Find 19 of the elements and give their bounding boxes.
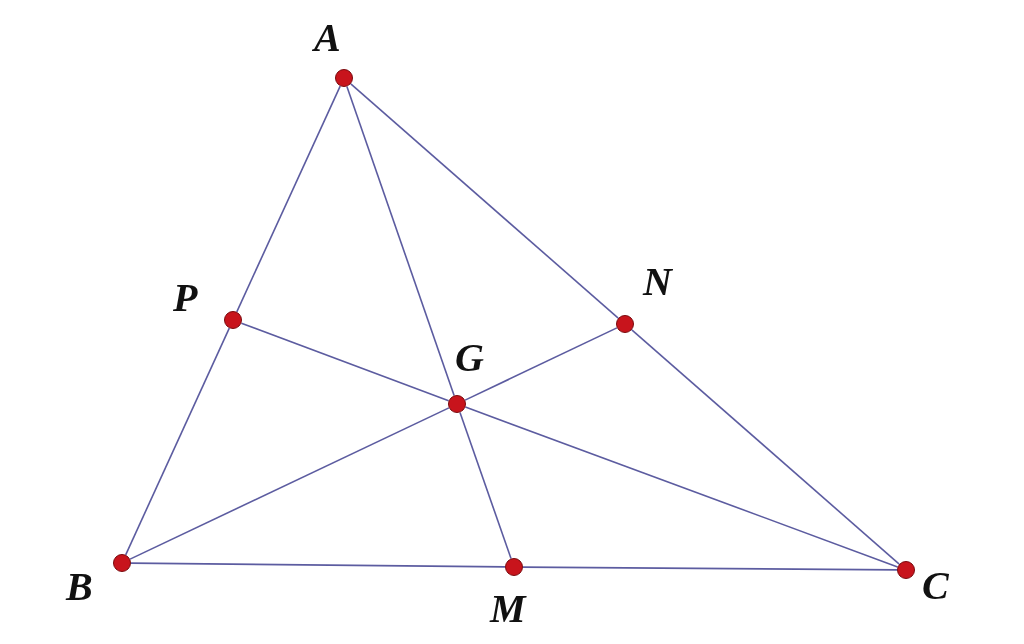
line-segment xyxy=(240,322,450,402)
line-segment xyxy=(464,406,899,568)
line-segment xyxy=(350,83,619,319)
line-segment xyxy=(464,327,618,401)
line-segment xyxy=(130,562,506,568)
line-segment xyxy=(124,327,231,556)
point-label: N xyxy=(643,262,672,302)
point-label: B xyxy=(66,567,93,607)
line-segment xyxy=(631,329,900,565)
point-label: P xyxy=(173,278,198,318)
line-segment xyxy=(236,85,341,313)
line-segment xyxy=(522,566,898,571)
point-label: A xyxy=(314,18,341,58)
point-label: C xyxy=(922,566,949,606)
line-segment xyxy=(346,85,455,397)
line-segment xyxy=(129,407,450,560)
point-label: G xyxy=(455,338,484,378)
line-segment xyxy=(459,411,512,560)
point-label: M xyxy=(490,589,526,629)
